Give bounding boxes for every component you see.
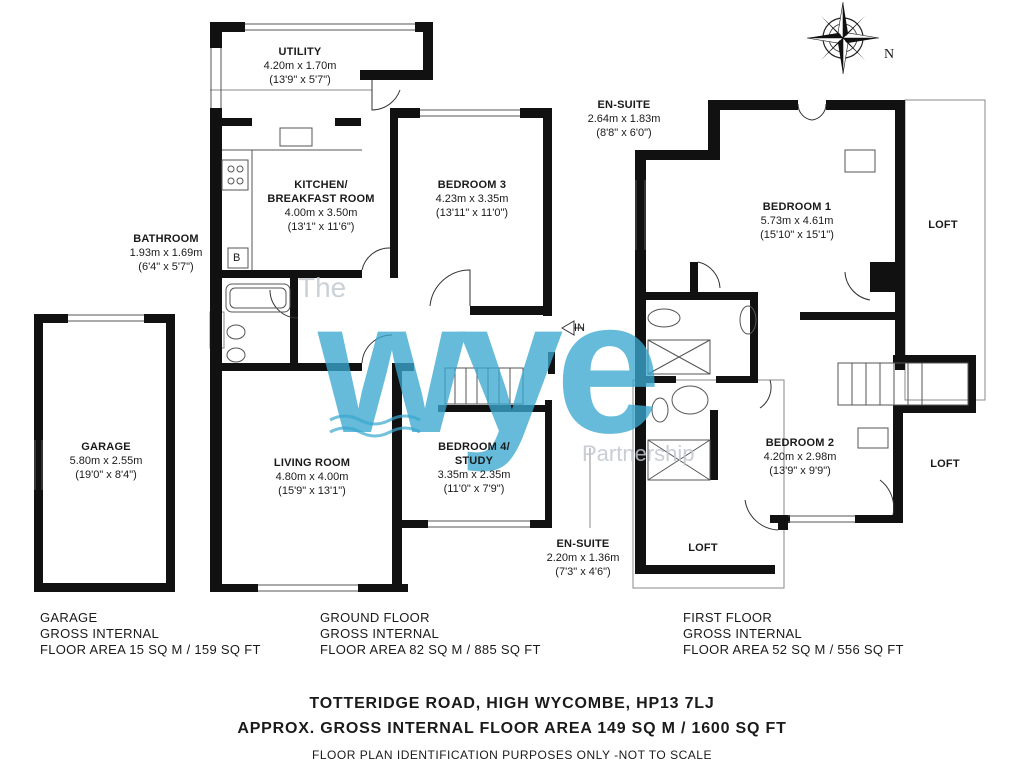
room-metric: 5.80m x 2.55m [69,455,143,467]
area-line: GROUND FLOOR [320,610,430,625]
room-metric: 2.20m x 1.36m [546,552,620,564]
room-bedroom-2: BEDROOM 2 4.20m x 2.98m (13'9" x 9'9") [764,436,837,478]
room-imperial: (11'0" x 7'9") [443,483,505,495]
total-floor-area: APPROX. GROSS INTERNAL FLOOR AREA 149 SQ… [237,720,787,737]
room-loft-right-top: LOFT [928,218,958,232]
room-name: BEDROOM 4/ STUDY [438,441,510,467]
room-imperial: (7'3" x 4'6") [555,566,611,578]
room-bathroom: BATHROOM 1.93m x 1.69m (6'4" x 5'7") [130,232,203,274]
area-line: GROSS INTERNAL [320,626,440,641]
room-metric: 4.80m x 4.00m [275,471,349,483]
room-name: BEDROOM 3 [437,179,507,191]
windows [34,23,855,592]
room-garage: GARAGE 5.80m x 2.55m (19'0" x 8'4") [70,440,143,482]
area-ground-floor: GROUND FLOOR GROSS INTERNAL FLOOR AREA 8… [320,610,541,658]
room-imperial: (13'9" x 5'7") [269,74,331,86]
room-name: BEDROOM 2 [765,437,835,449]
room-metric: 5.73m x 4.61m [760,215,834,227]
room-metric: 4.20m x 1.70m [263,60,337,72]
room-name: BEDROOM 1 [762,201,832,213]
room-name: EN-SUITE [556,538,610,550]
loft-outline-bottom [632,379,785,589]
room-name: UTILITY [278,46,322,58]
compass-north-label: N [884,47,895,62]
room-kitchen: KITCHEN/ BREAKFAST ROOM 4.00m x 3.50m (1… [267,178,374,234]
disclaimer: FLOOR PLAN IDENTIFICATION PURPOSES ONLY … [312,748,712,762]
room-metric: 4.00m x 3.50m [284,207,358,219]
room-imperial: (13'9" x 9'9") [769,465,831,477]
brand-suffix: Partnership [582,441,695,466]
area-line: FLOOR AREA 82 SQ M / 885 SQ FT [320,642,541,657]
fixtures [221,127,969,481]
entrance-label: IN [574,322,585,334]
room-imperial: (13'1" x 11'6") [287,221,355,233]
room-imperial: (19'0" x 8'4") [75,469,137,481]
room-metric: 4.20m x 2.98m [763,451,837,463]
room-loft-right-bottom: LOFT [930,457,960,471]
room-imperial: (15'10" x 15'1") [760,229,834,241]
walls [34,22,976,592]
property-address: TOTTERIDGE ROAD, HIGH WYCOMBE, HP13 7LJ [309,695,715,712]
room-bedroom-4: BEDROOM 4/ STUDY 3.35m x 2.35m (11'0" x … [438,440,511,496]
room-name: LOFT [928,219,958,231]
room-loft-bottom: LOFT [688,541,718,555]
room-utility: UTILITY 4.20m x 1.70m (13'9" x 5'7") [264,45,337,87]
area-line: GROSS INTERNAL [40,626,160,641]
room-imperial: (15'9" x 13'1") [278,485,346,497]
room-name: KITCHEN/ BREAKFAST ROOM [267,179,375,205]
area-line: FLOOR AREA 15 SQ M / 159 SQ FT [40,642,261,657]
room-imperial: (8'8" x 6'0") [596,127,652,139]
watermark-waves-icon [329,414,421,438]
area-first-floor: FIRST FLOOR GROSS INTERNAL FLOOR AREA 52… [683,610,904,658]
room-metric: 1.93m x 1.69m [129,247,203,259]
room-imperial: (13'11" x 11'0") [435,207,509,219]
room-name: LIVING ROOM [273,457,351,469]
room-bedroom-3: BEDROOM 3 4.23m x 3.35m (13'11" x 11'0") [436,178,509,220]
area-line: FLOOR AREA 52 SQ M / 556 SQ FT [683,642,904,657]
brand-prefix: The [298,272,347,303]
area-line: GARAGE [40,610,98,625]
room-living: LIVING ROOM 4.80m x 4.00m (15'9" x 13'1"… [274,456,350,498]
room-name: BATHROOM [133,233,199,245]
brand-name: wye [318,261,661,473]
room-metric: 2.64m x 1.83m [587,113,661,125]
room-name: LOFT [930,458,960,470]
room-name: GARAGE [81,441,131,453]
room-ensuite-first: EN-SUITE 2.64m x 1.83m (8'8" x 6'0") [588,98,661,140]
room-imperial: (6'4" x 5'7") [138,261,194,273]
boiler-label: B [233,252,241,264]
area-line: GROSS INTERNAL [683,626,803,641]
room-ensuite-ground: EN-SUITE 2.20m x 1.36m (7'3" x 4'6") [547,537,620,579]
compass-rose [806,1,880,75]
area-garage: GARAGE GROSS INTERNAL FLOOR AREA 15 SQ M… [40,610,261,658]
door-swings [269,80,895,531]
room-bedroom-1: BEDROOM 1 5.73m x 4.61m (15'10" x 15'1") [760,200,834,242]
room-metric: 4.23m x 3.35m [435,193,509,205]
room-name: EN-SUITE [597,99,651,111]
room-metric: 3.35m x 2.35m [437,469,511,481]
entrance-arrow-icon [561,320,584,336]
room-name: LOFT [688,542,718,554]
area-line: FIRST FLOOR [683,610,773,625]
